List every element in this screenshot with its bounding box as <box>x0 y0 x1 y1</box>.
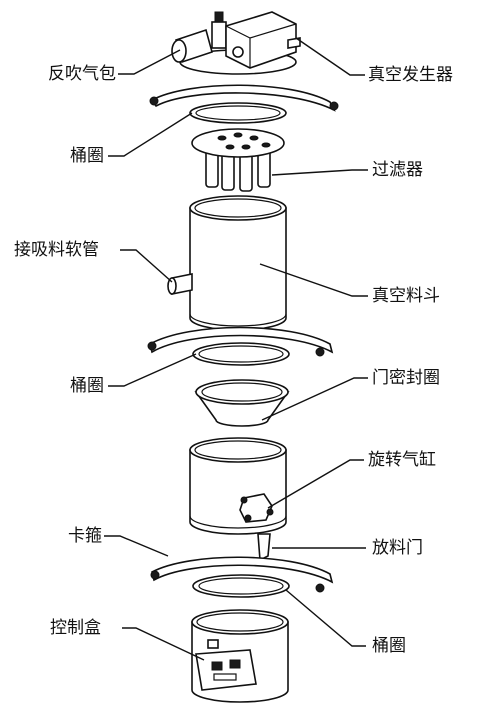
discharge-top-rim <box>189 437 287 463</box>
control-box-display <box>213 673 237 681</box>
filter-hole-1 <box>217 135 227 141</box>
barrel-ring-1 <box>189 102 287 124</box>
barrel-ring-1-inner <box>195 105 281 121</box>
clamp-ring-3 <box>150 556 334 593</box>
leader-back-blow-air-bag <box>118 49 181 75</box>
clamp-bolt-3a <box>150 570 160 580</box>
generator-gauge <box>232 46 244 58</box>
clamp-ring-2 <box>147 326 334 357</box>
suction-inlet-end <box>167 277 177 295</box>
clamp-bolt-1a <box>149 96 159 106</box>
label-barrel-ring-2: 桶圈 <box>70 376 104 396</box>
leader-control-box <box>122 627 205 661</box>
barrel-ring-2-inner <box>198 345 284 363</box>
hopper-bottom-band <box>189 313 287 327</box>
control-box-indicator-1 <box>211 661 223 671</box>
generator-box <box>225 11 297 69</box>
filter-plate <box>191 128 285 158</box>
leader-lines <box>104 37 368 661</box>
filter-hole-2 <box>233 132 243 138</box>
clamp-bolt-3b <box>315 583 325 593</box>
base-barrel-top <box>191 609 289 635</box>
barrel-ring-2 <box>192 342 290 366</box>
valve-top <box>214 11 224 23</box>
discharge-top-inner <box>194 440 282 460</box>
control-box-section <box>191 609 289 703</box>
label-clamp: 卡箍 <box>68 526 102 546</box>
seal-cone-top <box>195 379 289 405</box>
label-barrel-ring-1: 桶圈 <box>70 146 104 166</box>
filter-hole-6 <box>261 142 271 148</box>
clamp-bolt-2b <box>315 347 325 357</box>
rotary-bolt-1 <box>240 496 248 504</box>
leader-clamp <box>104 535 169 557</box>
label-back-blow-air-bag: 反吹气包 <box>48 64 116 84</box>
filter-hole-4 <box>225 144 235 150</box>
discharge-bottom-band <box>189 515 287 529</box>
discharge-door-flap <box>257 533 271 562</box>
control-box-panel <box>195 649 257 691</box>
clamp-ring-1 <box>149 84 339 112</box>
leader-suction-hose <box>120 249 173 283</box>
label-door-seal-ring: 门密封圈 <box>372 368 440 388</box>
label-vacuum-hopper: 真空料斗 <box>372 286 440 306</box>
leader-barrel-ring-1 <box>108 112 193 157</box>
rotary-bolt-2 <box>266 508 274 516</box>
filter-assembly <box>191 128 285 192</box>
leader-vacuum-generator <box>295 37 365 76</box>
discharge-section <box>189 437 287 562</box>
hopper-top-rim <box>189 195 287 221</box>
leader-barrel-ring-3 <box>285 589 366 647</box>
control-box-indicator-2 <box>229 659 241 669</box>
valve-body <box>211 21 227 49</box>
label-vacuum-generator: 真空发生器 <box>368 65 453 85</box>
filter-hole-3 <box>249 135 259 141</box>
generator-box-edges <box>225 23 297 68</box>
leader-vacuum-hopper <box>259 263 368 297</box>
base-fitting <box>207 639 219 649</box>
clamp-band-2 <box>149 326 334 354</box>
label-rotary-cylinder: 旋转气缸 <box>368 450 436 470</box>
rotary-bolt-3 <box>244 514 252 522</box>
leader-rotary-cylinder <box>267 459 364 509</box>
clamp-band-3 <box>151 556 334 584</box>
base-barrel-top-inner <box>196 612 284 632</box>
leader-barrel-ring-2 <box>108 353 197 387</box>
label-filter: 过滤器 <box>372 160 423 180</box>
leader-filter <box>271 169 368 176</box>
barrel-ring-3 <box>192 574 290 598</box>
hopper-body <box>189 207 287 331</box>
leader-door-seal <box>261 377 368 421</box>
hopper-top-inner <box>194 198 282 218</box>
clamp-bolt-2a <box>147 341 157 351</box>
label-discharge-door: 放料门 <box>372 538 423 558</box>
label-control-box: 控制盒 <box>50 618 101 638</box>
clamp-bolt-1b <box>329 101 339 111</box>
vacuum-generator-assembly <box>171 11 301 75</box>
seal-cone-inner <box>201 382 283 402</box>
barrel-ring-3-inner <box>198 577 284 595</box>
label-barrel-ring-3: 桶圈 <box>372 636 406 656</box>
vacuum-hopper <box>167 195 287 331</box>
label-suction-hose-connection: 接吸料软管 <box>14 240 99 260</box>
door-seal-ring <box>194 379 290 427</box>
filter-hole-5 <box>241 144 251 150</box>
